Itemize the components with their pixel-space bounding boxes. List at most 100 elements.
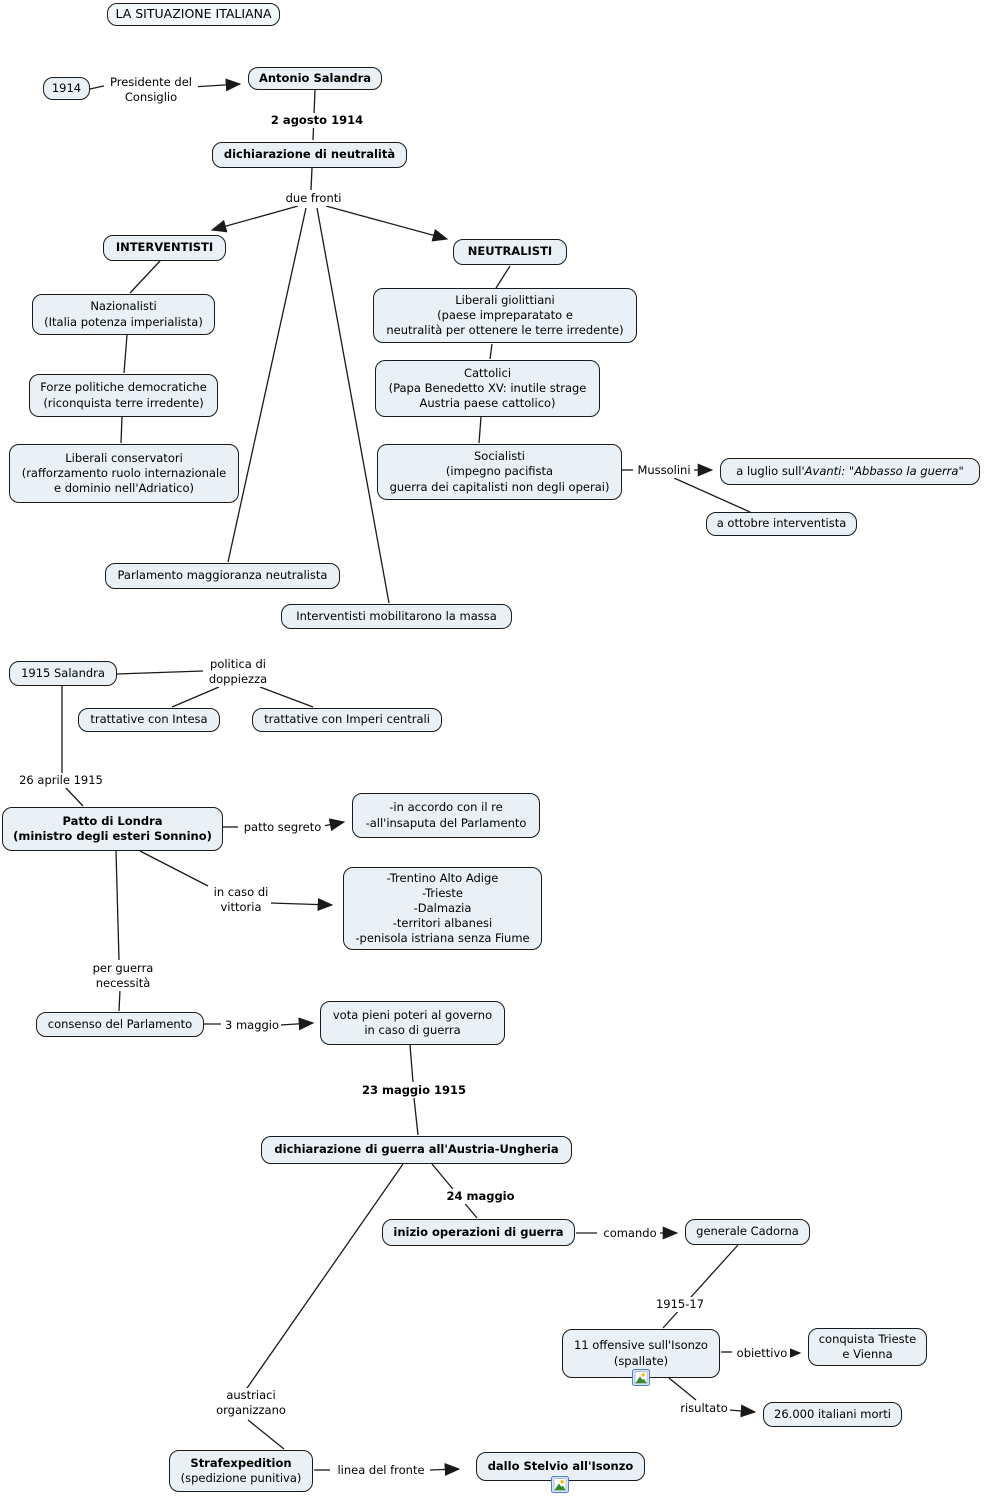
link-label-2-agosto-1914[interactable]: 2 agosto 1914 bbox=[267, 113, 367, 128]
picture-icon[interactable] bbox=[632, 1369, 650, 1386]
link-label-linea-del-fronte[interactable]: linea del fronte bbox=[332, 1463, 430, 1478]
node-text: Socialisti bbox=[474, 449, 525, 464]
node-consenso-parlamento[interactable]: consenso del Parlamento bbox=[36, 1012, 204, 1037]
link-line bbox=[673, 477, 751, 513]
node-trattative-imperi-centrali[interactable]: trattative con Imperi centrali bbox=[252, 708, 442, 732]
label-text: in caso di bbox=[213, 885, 269, 899]
node-text: Cattolici bbox=[463, 365, 512, 380]
label-text: linea del fronte bbox=[337, 1463, 425, 1477]
node-text: (impegno pacifista bbox=[445, 464, 554, 479]
link-arrow bbox=[269, 898, 334, 912]
node-text: NEUTRALISTI bbox=[467, 244, 553, 259]
node-patto-di-londra[interactable]: Patto di Londra (ministro degli esteri S… bbox=[2, 807, 223, 851]
link-line bbox=[129, 260, 161, 294]
label-text: necessità bbox=[95, 975, 151, 990]
node-text: a ottobre interventista bbox=[716, 516, 847, 531]
link-label-due-fronti[interactable]: due fronti bbox=[283, 191, 344, 206]
node-text: Antonio Salandra bbox=[258, 70, 372, 85]
node-dichiarazione-guerra[interactable]: dichiarazione di guerra all'Austria-Ungh… bbox=[261, 1136, 572, 1164]
label-text: 2 agosto 1914 bbox=[270, 113, 364, 127]
node-map-title[interactable]: LA SITUAZIONE ITALIANA bbox=[107, 3, 280, 26]
link-line bbox=[63, 785, 84, 807]
link-label-presidente-consiglio[interactable]: Presidente del Consiglio bbox=[104, 75, 198, 105]
node-text: (Italia potenza imperialista) bbox=[44, 314, 203, 329]
link-line bbox=[668, 1377, 697, 1401]
link-label-mussolini[interactable]: Mussolini bbox=[634, 463, 694, 478]
node-text: INTERVENTISTI bbox=[115, 240, 214, 255]
link-label-politica-doppiezza[interactable]: politica di doppiezza bbox=[205, 657, 271, 687]
node-generale-cadorna[interactable]: generale Cadorna bbox=[685, 1219, 810, 1245]
node-territori-promessi[interactable]: -Trentino Alto Adige -Trieste -Dalmazia … bbox=[343, 867, 542, 950]
link-line bbox=[115, 850, 120, 961]
link-label-austriaci-organizzano[interactable]: austriaci organizzano bbox=[212, 1388, 290, 1418]
node-antonio-salandra[interactable]: Antonio Salandra bbox=[248, 67, 382, 90]
node-neutralisti[interactable]: NEUTRALISTI bbox=[453, 239, 567, 265]
node-text: (spedizione punitiva) bbox=[180, 1471, 302, 1485]
link-label-obiettivo[interactable]: obiettivo bbox=[734, 1346, 790, 1361]
node-dichiarazione-neutralita[interactable]: dichiarazione di neutralità bbox=[212, 142, 407, 168]
link-line bbox=[139, 850, 209, 887]
node-parlamento-neutralista[interactable]: Parlamento maggioranza neutralista bbox=[105, 563, 340, 589]
link-line bbox=[227, 207, 307, 563]
node-1915-salandra[interactable]: 1915 Salandra bbox=[9, 661, 117, 686]
link-label-per-guerra-necessita[interactable]: per guerra necessità bbox=[89, 961, 157, 991]
node-in-accordo-re[interactable]: -in accordo con il re -all'insaputa del … bbox=[352, 793, 540, 838]
node-liberali-giolittiani[interactable]: Liberali giolittiani (paese impreparatat… bbox=[373, 288, 637, 343]
node-text: Forze politiche democratiche bbox=[40, 380, 207, 395]
link-label-26-aprile-1915[interactable]: 26 aprile 1915 bbox=[17, 773, 105, 788]
node-nazionalisti[interactable]: Nazionalisti (Italia potenza imperialist… bbox=[32, 294, 215, 335]
label-text: organizzano bbox=[216, 1402, 286, 1417]
node-text: e dominio nell'Adriatico) bbox=[53, 481, 195, 496]
link-line bbox=[247, 1419, 285, 1450]
link-arrow bbox=[325, 205, 449, 242]
link-line bbox=[409, 1044, 414, 1083]
link-line bbox=[310, 167, 313, 191]
label-text: politica di bbox=[210, 657, 266, 671]
link-arrow bbox=[210, 205, 299, 233]
node-italiani-morti[interactable]: 26.000 italiani morti bbox=[763, 1402, 902, 1427]
node-text: 1915 Salandra bbox=[21, 665, 105, 680]
node-text: dallo Stelvio all'Isonzo bbox=[487, 1458, 634, 1473]
node-text: dichiarazione di neutralità bbox=[223, 147, 396, 162]
label-text: austriaci bbox=[226, 1388, 276, 1402]
link-label-patto-segreto[interactable]: patto segreto bbox=[240, 820, 325, 835]
label-text: Presidente del bbox=[110, 75, 192, 89]
node-forze-politiche[interactable]: Forze politiche democratiche (riconquist… bbox=[29, 374, 218, 417]
node-a-ottobre-interventista[interactable]: a ottobre interventista bbox=[706, 512, 857, 536]
node-trattative-intesa[interactable]: trattative con Intesa bbox=[78, 708, 220, 732]
link-line bbox=[116, 670, 204, 675]
node-inizio-operazioni[interactable]: inizio operazioni di guerra bbox=[382, 1219, 575, 1246]
link-line bbox=[171, 686, 220, 708]
node-interventisti-massa[interactable]: Interventisti mobilitarono la massa bbox=[281, 604, 512, 629]
node-text: inizio operazioni di guerra bbox=[393, 1224, 564, 1239]
link-label-risultato[interactable]: risultato bbox=[678, 1401, 730, 1416]
link-label-1915-17[interactable]: 1915-17 bbox=[653, 1297, 707, 1312]
link-line bbox=[316, 207, 390, 604]
node-text: -all'insaputa del Parlamento bbox=[365, 815, 527, 830]
node-strafexpedition[interactable]: Strafexpedition (spedizione punitiva) bbox=[169, 1450, 313, 1492]
node-interventisti[interactable]: INTERVENTISTI bbox=[103, 235, 226, 261]
link-label-in-caso-di-vittoria[interactable]: in caso di vittoria bbox=[211, 885, 271, 915]
node-conquista-trieste-vienna[interactable]: conquista Trieste e Vienna bbox=[808, 1328, 927, 1366]
node-socialisti[interactable]: Socialisti (impegno pacifista guerra dei… bbox=[377, 444, 622, 500]
node-text-italic: Avanti: "Abbasso la guerra" bbox=[804, 463, 964, 478]
node-text: conquista Trieste bbox=[818, 1331, 917, 1346]
node-text: Parlamento maggioranza neutralista bbox=[117, 568, 328, 583]
node-text: LA SITUAZIONE ITALIANA bbox=[115, 6, 272, 22]
link-label-24-maggio[interactable]: 24 maggio bbox=[443, 1189, 518, 1204]
link-label-23-maggio-1915[interactable]: 23 maggio 1915 bbox=[358, 1083, 470, 1098]
node-cattolici[interactable]: Cattolici (Papa Benedetto XV: inutile st… bbox=[375, 360, 600, 417]
node-1914[interactable]: 1914 bbox=[43, 77, 90, 100]
link-label-comando[interactable]: comando bbox=[600, 1226, 660, 1241]
link-label-3-maggio[interactable]: 3 maggio bbox=[223, 1018, 281, 1033]
picture-icon[interactable] bbox=[551, 1476, 569, 1493]
node-text: (ministro degli esteri Sonnino) bbox=[13, 829, 212, 843]
node-liberali-conservatori[interactable]: Liberali conservatori (rafforzamento ruo… bbox=[9, 444, 239, 503]
label-text: doppiezza bbox=[208, 671, 268, 686]
node-a-luglio-avanti[interactable]: a luglio sull'Avanti: "Abbasso la guerra… bbox=[720, 458, 980, 485]
node-text: trattative con Intesa bbox=[90, 712, 208, 727]
node-vota-pieni-poteri[interactable]: vota pieni poteri al governo in caso di … bbox=[320, 1001, 505, 1045]
label-text: due fronti bbox=[285, 191, 342, 205]
node-text: -Trentino Alto Adige bbox=[386, 870, 499, 885]
node-text: (Papa Benedetto XV: inutile strage bbox=[388, 380, 587, 395]
